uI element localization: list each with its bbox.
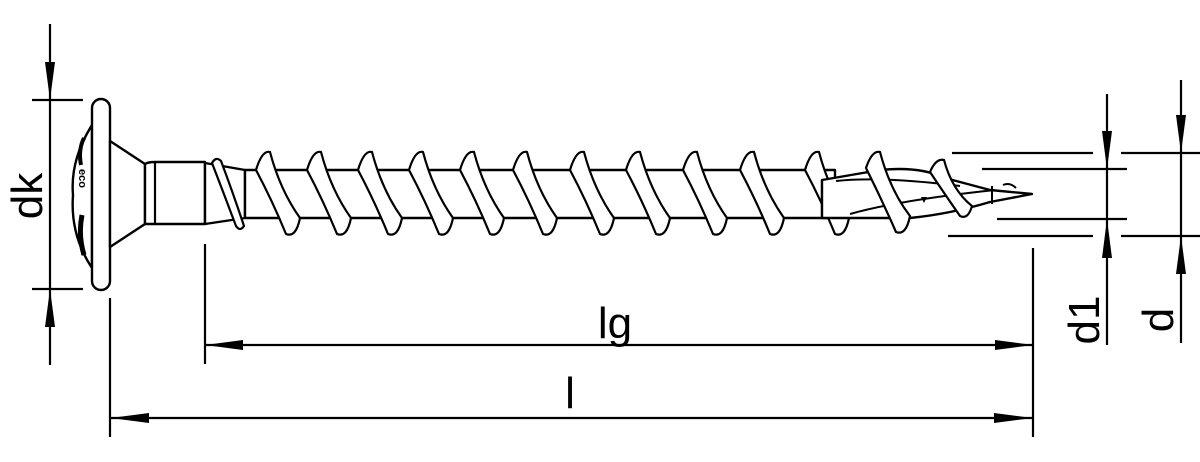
screw-tip	[820, 150, 1034, 234]
dk-dimension: dk	[3, 24, 83, 365]
tip-flute-line-2	[849, 189, 996, 215]
thread-flight	[407, 150, 455, 236]
countersink-cone	[108, 139, 147, 249]
thread-flight	[681, 150, 729, 236]
thread-flight	[738, 150, 786, 236]
arrow-down-icon	[45, 62, 55, 100]
head-flange	[90, 97, 112, 292]
head-marking-text: eco	[76, 169, 88, 188]
arrow-up-icon	[1102, 219, 1112, 258]
d-label: d	[1134, 308, 1183, 332]
lg-label: lg	[598, 299, 632, 348]
thread-flight	[356, 150, 404, 236]
screw-head: eco	[71, 97, 247, 292]
arrow-up-icon	[45, 289, 55, 327]
thread-start	[210, 157, 246, 231]
thread-flight	[511, 150, 559, 236]
thread-flight	[458, 150, 506, 236]
arrow-down-icon	[1102, 131, 1112, 169]
thread-flight	[305, 150, 353, 236]
d-dimension: d	[948, 80, 1200, 343]
arrow-left-icon	[205, 340, 243, 350]
tip-point-notch	[1002, 183, 1017, 189]
d1-label: d1	[1060, 296, 1109, 345]
dk-label: dk	[3, 172, 52, 219]
thread-flight	[624, 150, 672, 236]
thread-flights	[254, 150, 851, 236]
arrow-up-icon	[1176, 236, 1186, 274]
tip-thread-flight	[864, 150, 912, 234]
arrow-left-icon	[110, 413, 149, 423]
tip-notch	[921, 197, 927, 203]
thread-flight	[568, 150, 616, 236]
arrow-down-icon	[1176, 115, 1186, 153]
tip-thread-flight	[928, 158, 974, 218]
d1-dimension: d1	[982, 94, 1127, 345]
thread-flight	[254, 150, 302, 236]
lg-dimension: lg	[203, 244, 1035, 437]
head-marking-glyph	[78, 137, 86, 166]
l-dimension: l	[108, 298, 1033, 437]
l-label: l	[565, 369, 575, 418]
tip-body	[820, 167, 1034, 220]
threaded-section	[210, 150, 851, 236]
head-marking-glyph-2	[77, 214, 87, 256]
arrow-right-icon	[994, 413, 1033, 423]
arrow-right-icon	[995, 340, 1033, 350]
